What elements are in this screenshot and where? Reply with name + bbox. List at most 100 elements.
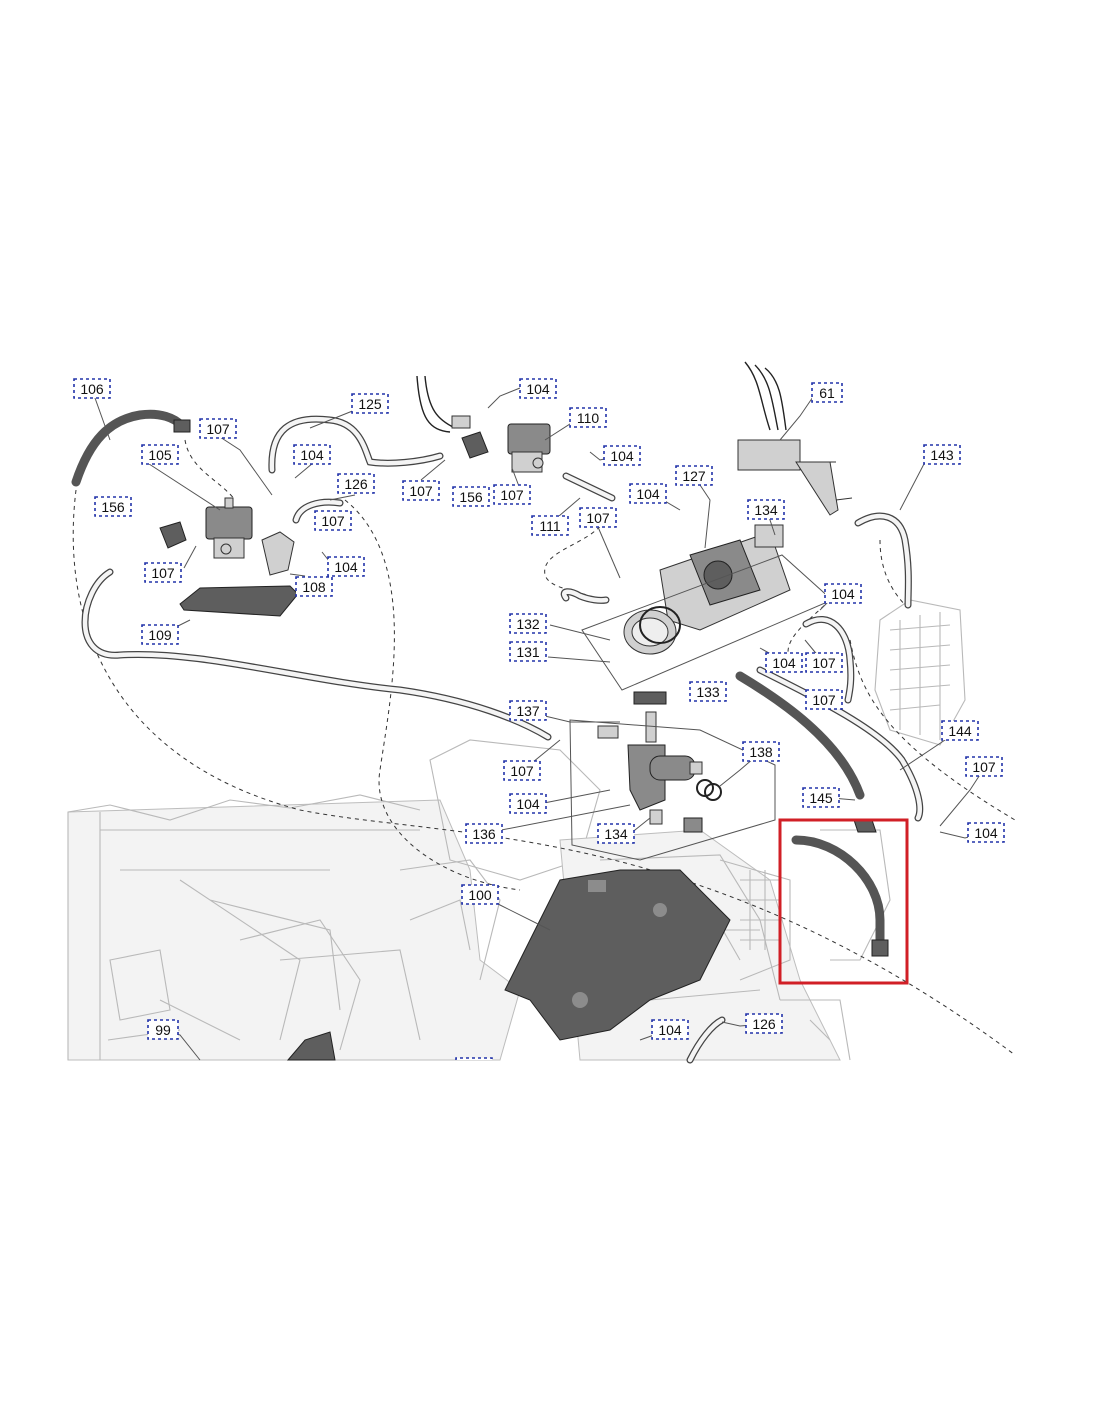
hose-111 xyxy=(562,472,616,502)
svg-text:104: 104 xyxy=(300,447,324,463)
callout-107: 107 xyxy=(503,760,541,781)
svg-text:133: 133 xyxy=(696,684,720,700)
svg-text:126: 126 xyxy=(752,1016,776,1032)
svg-text:109: 109 xyxy=(148,627,172,643)
fitting-156-left xyxy=(159,521,187,549)
callout-107: 107 xyxy=(805,689,843,710)
fitting-156-top xyxy=(461,431,489,459)
callout-104: 104 xyxy=(519,378,557,399)
callout-131: 131 xyxy=(509,641,547,662)
svg-text:136: 136 xyxy=(472,826,496,842)
callout-108: 108 xyxy=(295,576,333,597)
callout-106: 106 xyxy=(73,378,111,399)
callout-143: 143 xyxy=(923,444,961,465)
callout-104: 104 xyxy=(509,793,547,814)
svg-text:107: 107 xyxy=(409,483,433,499)
callout-104: 104 xyxy=(327,556,365,577)
callout-104: 104 xyxy=(603,445,641,466)
svg-text:138: 138 xyxy=(749,744,773,760)
svg-text:104: 104 xyxy=(610,448,634,464)
svg-text:107: 107 xyxy=(500,487,524,503)
callout-99: 99 xyxy=(147,1019,179,1040)
drip-tray-plate xyxy=(179,585,299,617)
svg-text:125: 125 xyxy=(358,396,382,412)
highlight-box xyxy=(778,818,909,985)
callout-107: 107 xyxy=(965,756,1003,777)
hose-144 xyxy=(802,615,855,704)
svg-text:132: 132 xyxy=(516,616,540,632)
svg-text:156: 156 xyxy=(101,499,125,515)
solenoid-valve-105 xyxy=(205,497,253,559)
svg-text:134: 134 xyxy=(604,826,628,842)
svg-text:104: 104 xyxy=(516,796,540,812)
callout-137: 137 xyxy=(509,700,547,721)
sensor-board-61 xyxy=(737,361,853,516)
hose-126-upper xyxy=(292,498,344,524)
elbow-fitting-108 xyxy=(261,531,295,576)
callout-134: 134 xyxy=(597,823,635,844)
callout-107: 107 xyxy=(144,562,182,583)
hose-106 xyxy=(71,409,191,487)
svg-text:134: 134 xyxy=(754,502,778,518)
svg-text:104: 104 xyxy=(526,381,550,397)
svg-text:156: 156 xyxy=(459,489,483,505)
svg-text:104: 104 xyxy=(831,586,855,602)
callout-127: 127 xyxy=(675,465,713,486)
hose-126-lower xyxy=(686,1016,726,1064)
callout-111: 111 xyxy=(531,515,569,536)
svg-text:99: 99 xyxy=(155,1022,171,1038)
svg-text:131: 131 xyxy=(516,644,540,660)
callout-100: 100 xyxy=(461,884,499,905)
callout-109: 109 xyxy=(141,624,179,645)
svg-text:110: 110 xyxy=(577,410,600,426)
svg-text:106: 106 xyxy=(80,381,104,397)
callout-61: 61 xyxy=(811,382,843,403)
callout-107: 107 xyxy=(805,652,843,673)
callout-partial xyxy=(455,1057,493,1060)
svg-text:107: 107 xyxy=(510,763,534,779)
callout-132: 132 xyxy=(509,613,547,634)
callout-125: 125 xyxy=(351,393,389,414)
svg-text:61: 61 xyxy=(819,385,835,401)
solenoid-valve-110 xyxy=(507,423,551,473)
hose-143 xyxy=(854,512,912,609)
callout-104: 104 xyxy=(651,1019,689,1040)
callout-104: 104 xyxy=(967,822,1005,843)
svg-text:127: 127 xyxy=(682,468,706,484)
callout-104: 104 xyxy=(824,583,862,604)
svg-text:100: 100 xyxy=(468,887,492,903)
pump-assembly-127 xyxy=(623,524,791,655)
callout-156: 156 xyxy=(94,496,132,517)
callout-145: 145 xyxy=(802,787,840,808)
highlighted-drain-hose xyxy=(791,819,889,957)
svg-text:111: 111 xyxy=(539,518,560,534)
hose-109 xyxy=(81,568,552,741)
callout-126: 126 xyxy=(337,473,375,494)
callout-107: 107 xyxy=(493,484,531,505)
svg-text:107: 107 xyxy=(206,421,230,437)
valve-body-136 xyxy=(597,691,722,833)
callout-107: 107 xyxy=(402,480,440,501)
svg-text:107: 107 xyxy=(972,759,996,775)
wire-harness-top xyxy=(416,375,471,433)
svg-text:104: 104 xyxy=(772,655,796,671)
svg-text:104: 104 xyxy=(636,486,660,502)
hose-107-loop xyxy=(560,588,610,604)
svg-text:107: 107 xyxy=(321,513,345,529)
callout-110: 110 xyxy=(569,407,607,428)
callout-144: 144 xyxy=(941,720,979,741)
callout-107: 107 xyxy=(314,510,352,531)
svg-text:108: 108 xyxy=(302,579,326,595)
callout-126: 126 xyxy=(745,1013,783,1034)
svg-text:105: 105 xyxy=(148,447,172,463)
callout-107: 107 xyxy=(579,507,617,528)
callout-104: 104 xyxy=(629,483,667,504)
callout-105: 105 xyxy=(141,444,179,465)
svg-text:104: 104 xyxy=(974,825,998,841)
callout-104: 104 xyxy=(765,652,803,673)
svg-text:143: 143 xyxy=(930,447,954,463)
svg-text:104: 104 xyxy=(334,559,358,575)
callout-156: 156 xyxy=(452,486,490,507)
svg-text:126: 126 xyxy=(344,476,368,492)
